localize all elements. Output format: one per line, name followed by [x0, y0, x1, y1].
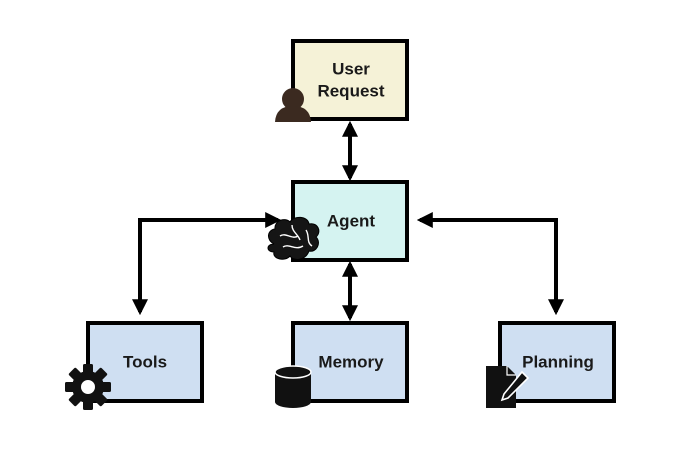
tools-label: Tools — [123, 352, 167, 371]
memory-node: Memory — [274, 321, 409, 408]
brain-icon — [267, 216, 320, 260]
memory-box — [291, 321, 409, 403]
connectors — [132, 120, 564, 322]
gear-icon — [65, 364, 111, 410]
person-icon — [275, 88, 311, 122]
user-request-label-line2: Request — [317, 81, 384, 100]
document-pen-icon — [486, 366, 530, 408]
user-request-box — [291, 39, 409, 121]
database-icon — [274, 365, 312, 408]
agent-label: Agent — [327, 211, 376, 230]
planning-node: Planning — [486, 321, 616, 408]
agent-tools-arrow — [132, 212, 282, 316]
agent-node: Agent — [267, 180, 409, 262]
agent-planning-arrow — [416, 212, 564, 316]
tools-node: Tools — [65, 321, 204, 410]
planning-label: Planning — [522, 352, 594, 371]
memory-label: Memory — [318, 352, 384, 371]
user-request-node: User Request — [275, 39, 409, 122]
user-request-label-line1: User — [332, 59, 370, 78]
